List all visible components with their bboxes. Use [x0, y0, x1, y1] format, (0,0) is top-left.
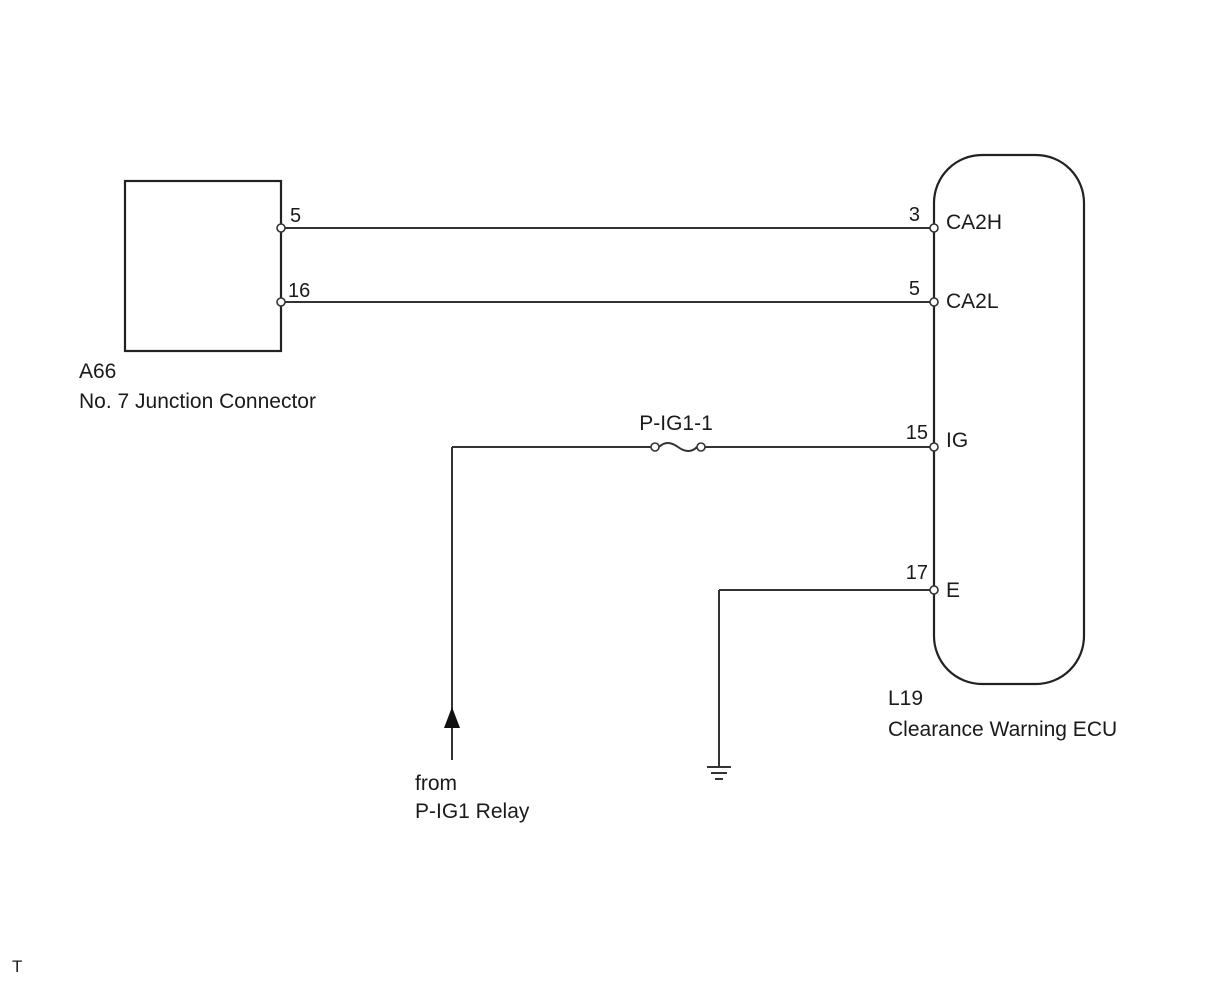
junction-connector-name: No. 7 Junction Connector	[79, 390, 316, 413]
node-ecu-ig	[929, 442, 939, 452]
ecu-code: L19	[888, 687, 923, 710]
ecu-pin-number: 17	[906, 562, 928, 584]
junction-connector-box	[123, 179, 283, 353]
node-a66-pin5	[276, 223, 286, 233]
node-a66-pin16	[276, 297, 286, 307]
fuse-terminal-left	[650, 442, 660, 452]
ecu-pin-number: 15	[906, 422, 928, 444]
ecu-terminal-name: IG	[946, 429, 968, 452]
fuse-terminal-right	[696, 442, 706, 452]
ecu-box	[932, 153, 1086, 686]
ecu-terminal-name: E	[946, 579, 960, 602]
power-arrow-icon	[444, 707, 460, 728]
ecu-terminal-name: CA2L	[946, 290, 999, 313]
power-source-from: from	[415, 772, 457, 795]
fuse-label: P-IG1-1	[639, 412, 713, 435]
node-ecu-ca2l	[929, 297, 939, 307]
fuse-symbol	[658, 442, 698, 452]
ecu-terminal-name: CA2H	[946, 211, 1002, 234]
ground-icon	[707, 766, 731, 780]
ecu-name: Clearance Warning ECU	[888, 718, 1117, 741]
power-source-relay: P-IG1 Relay	[415, 800, 530, 823]
ecu-pin-number: 5	[909, 278, 920, 300]
node-ecu-ca2h	[929, 223, 939, 233]
node-ecu-e	[929, 585, 939, 595]
ecu-pin-number: 3	[909, 204, 920, 226]
footer-mark: T	[12, 957, 22, 976]
a66-pin-label: 5	[290, 205, 301, 227]
junction-connector-code: A66	[79, 360, 116, 383]
a66-pin-label: 16	[288, 280, 310, 302]
